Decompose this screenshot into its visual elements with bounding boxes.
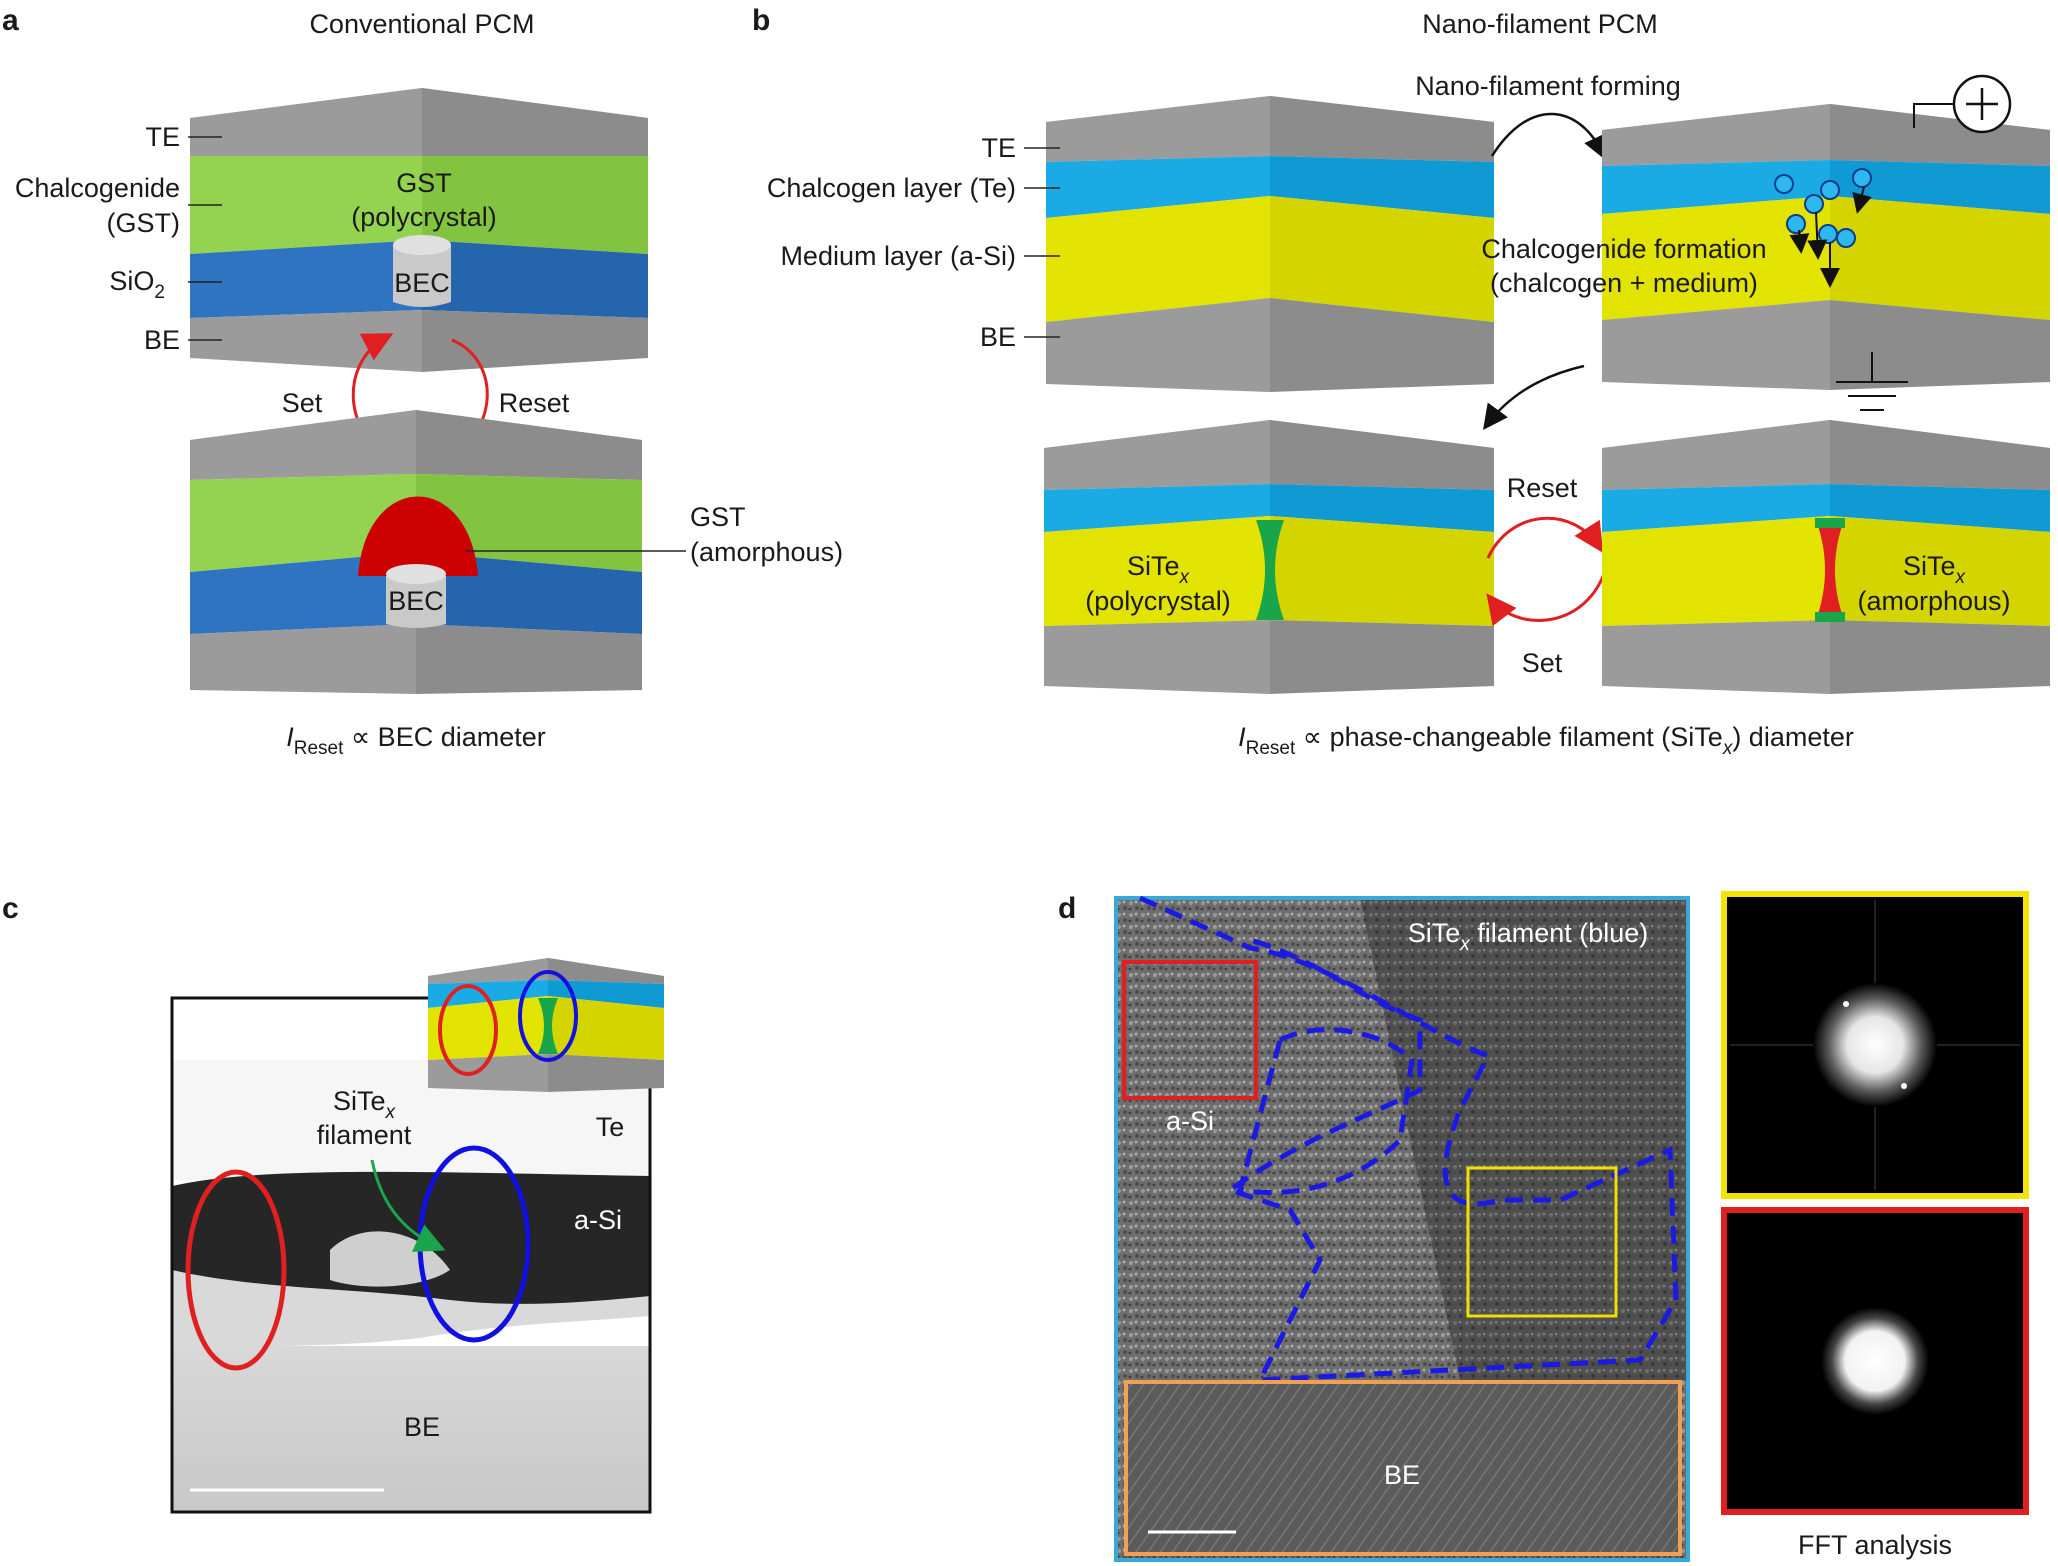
filament-amorphous	[1816, 520, 1844, 620]
sio2-label: SiO2	[109, 266, 165, 303]
sitex-polycrystal-state: (polycrystal)	[1085, 586, 1231, 616]
bec-label-top: BEC	[394, 268, 450, 298]
filament-polycrystal	[1256, 520, 1284, 620]
be-label-c: BE	[404, 1412, 440, 1442]
be-roi-box	[1124, 1380, 1682, 1556]
sitex-filament-label-c: SiTex	[333, 1086, 397, 1123]
bec-label-bottom: BEC	[388, 586, 444, 616]
te-label-c: Te	[596, 1112, 625, 1142]
sitex-amorphous-label: SiTex	[1903, 551, 1967, 588]
fft-sitex-image	[1721, 891, 2029, 1199]
nano-pcm-device-forming	[1602, 104, 2050, 390]
be-label-b: BE	[980, 322, 1016, 352]
forming-arrow	[1490, 112, 1607, 161]
chalcogen-ions	[1774, 168, 1872, 248]
set-arrow-b	[1486, 573, 1606, 627]
chalcogenide-formation-label-2: (chalcogen + medium)	[1490, 268, 1758, 298]
conventional-pcm-device-top	[190, 88, 648, 372]
hrtem-image-d	[1114, 895, 1690, 1562]
set-label-b: Set	[1522, 648, 1563, 678]
formula-a: IReset ∝ BEC diameter	[286, 722, 546, 759]
forming-to-cycle-arrow	[1483, 364, 1585, 431]
amorphous-region-ellipse	[185, 1169, 287, 1371]
chalcogenide-gst-label: (GST)	[107, 208, 181, 238]
sitex-polycrystal-label: SiTex	[1127, 551, 1191, 588]
chalcogen-layer-label: Chalcogen layer (Te)	[767, 173, 1016, 203]
sitex-filament-label-d: SiTex filament (blue)	[1408, 918, 1649, 955]
be-label-a: BE	[144, 325, 180, 355]
conventional-pcm-device-bottom	[190, 410, 642, 694]
voltage-source-icon	[1913, 74, 2012, 134]
set-label-a: Set	[282, 388, 323, 418]
nano-filament-forming-label: Nano-filament forming	[1415, 71, 1681, 101]
sitex-roi-box	[1466, 1166, 1618, 1318]
nano-pcm-device-initial	[1046, 96, 1494, 392]
nano-pcm-device-set	[1044, 420, 1494, 694]
panel-label-b: b	[752, 4, 770, 37]
chalcogenide-formation-label-1: Chalcogenide formation	[1481, 234, 1766, 264]
fft-a-si-image	[1721, 1207, 2029, 1515]
amorphous-dome	[358, 496, 478, 576]
gst-amorphous-label-2: (amorphous)	[690, 537, 843, 567]
nano-pcm-device-reset	[1602, 420, 2050, 694]
inset-device-c	[428, 958, 664, 1092]
panel-label-c: c	[2, 892, 19, 925]
filament-pointer-arrow	[370, 1159, 446, 1252]
reset-arrow-b	[1486, 516, 1604, 559]
be-label-d: BE	[1384, 1460, 1420, 1490]
gst-amorphous-label-1: GST	[690, 502, 746, 532]
te-label-b: TE	[981, 133, 1016, 163]
panel-label-d: d	[1058, 892, 1076, 925]
formula-b: IReset ∝ phase-changeable filament (SiTe…	[1238, 722, 1854, 759]
te-label-a: TE	[145, 122, 180, 152]
chalcogenide-label: Chalcogenide	[15, 173, 180, 203]
a-si-roi-box	[1122, 960, 1258, 1100]
fft-analysis-label: FFT analysis	[1798, 1530, 1952, 1560]
gst-polycrystal-label-2: (polycrystal)	[351, 202, 497, 232]
medium-layer-label: Medium layer (a-Si)	[780, 241, 1016, 271]
sitex-amorphous-state: (amorphous)	[1857, 586, 2010, 616]
a-si-label-d: a-Si	[1166, 1106, 1214, 1136]
ground-icon	[1836, 352, 1908, 411]
panel-b-title: Nano-filament PCM	[1422, 9, 1658, 39]
panel-label-a: a	[2, 4, 19, 37]
gst-polycrystal-label-1: GST	[396, 168, 452, 198]
reset-label-b: Reset	[1507, 473, 1578, 503]
reset-label-a: Reset	[499, 388, 570, 418]
filament-label-c: filament	[317, 1120, 412, 1150]
a-si-label-c: a-Si	[574, 1205, 622, 1235]
panel-a-title: Conventional PCM	[309, 9, 534, 39]
